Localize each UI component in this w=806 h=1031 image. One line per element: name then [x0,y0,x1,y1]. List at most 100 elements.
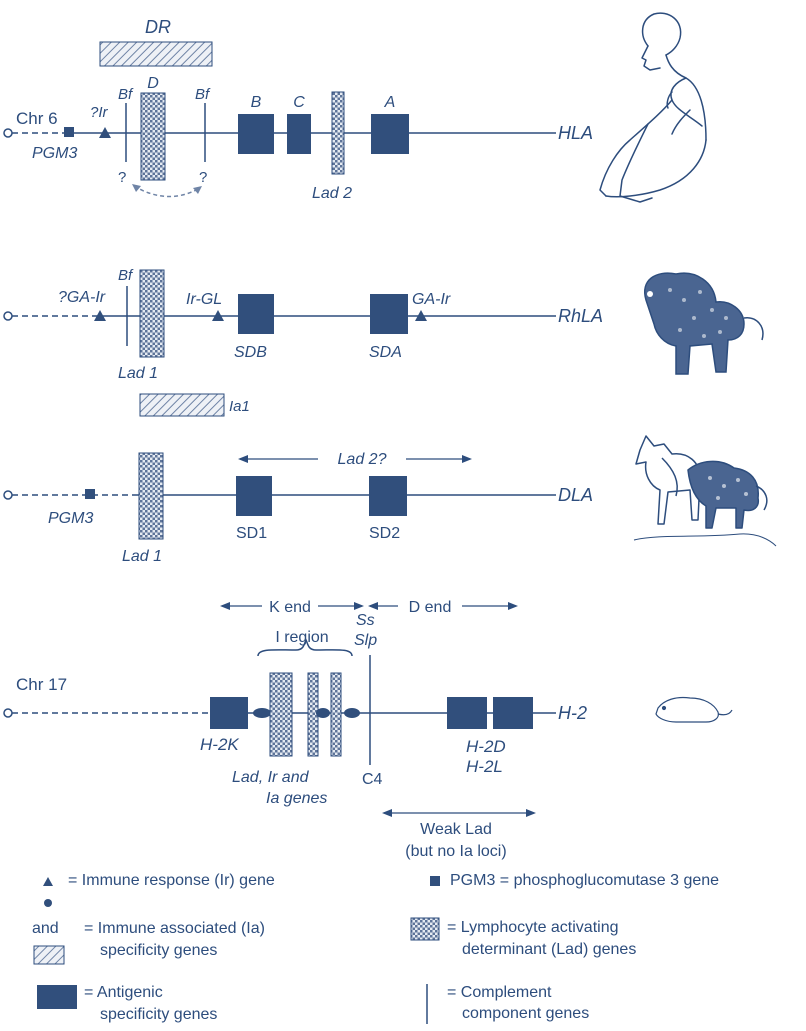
h2l-label: H-2L [466,757,503,776]
bf-swap-arrowhead-right [193,186,202,194]
sd1-label: SD1 [236,525,267,542]
hla-map: DR Chr 6 PGM3 ?Ir Bf ? D Bf ? B C Lad 2 … [4,17,593,202]
i-region-label: I region [275,629,328,646]
centromere-icon [4,491,12,499]
lad2q-arrowhead-left [238,455,248,463]
k-end-label: K end [269,599,311,616]
a-block [371,114,409,154]
ga-ir-right-label: GA-Ir [412,291,451,308]
ir-label: ?Ir [90,104,109,121]
legend-ia-text-1: = Immune associated (Ia) [84,919,265,939]
centromere-icon [4,709,12,717]
b-label: B [251,94,262,111]
lad2q-label: Lad 2? [338,451,387,468]
legend-antigen-block-icon [37,985,77,1009]
rhla-map: ?GA-Ir Bf Lad 1 Ir-GL SDB SDA GA-Ir RhLA… [4,267,603,416]
mouse-icon [656,697,732,722]
c-label: C [293,94,305,111]
dr-hatch-box [100,42,212,66]
bf-label: Bf [118,267,134,284]
legend-pgm3-square-icon [430,876,440,886]
h2k-block [210,697,248,729]
legend-antigen-text-2: specificity genes [100,1005,217,1025]
d-end-label: D end [409,599,452,616]
question-right-label: ? [199,169,207,186]
bf-right-label: Bf [195,86,211,103]
sda-label: SDA [369,344,402,361]
sda-block [370,294,408,334]
legend-pgm3-text: PGM3 = phosphoglucomutase 3 gene [450,871,719,891]
centromere-icon [4,129,12,137]
d-end-arrowhead-left [368,602,378,610]
legend-lad-text-1: = Lymphocyte activating [447,918,619,938]
i-region-checker-1 [270,673,292,756]
ia-dot-icon [316,708,330,718]
dog-icon [634,436,776,546]
lad1-checker-box [139,453,163,539]
hla-name-label: HLA [558,123,593,143]
weak-lad-label: Weak Lad [420,821,492,838]
ir-gl-label: Ir-GL [186,291,222,308]
bf-swap-arrowhead-left [132,184,141,192]
ia-dot-icon [253,708,271,718]
weak-lad-arrowhead-right [526,809,536,817]
k-end-arrowhead-left [220,602,230,610]
legend-ir-triangle-icon [43,877,53,886]
ia-genes-label: Ia genes [266,790,327,807]
sd2-block [369,476,407,516]
lad1-label: Lad 1 [118,365,158,382]
h2d-block [447,697,487,729]
lad2q-arrowhead-right [462,455,472,463]
legend-comp-text-2: component genes [462,1004,589,1024]
k-end-arrowhead-right [354,602,364,610]
legend-and-text: and [32,919,59,939]
monkey-icon [645,273,763,374]
pgm3-label: PGM3 [32,145,77,162]
chr6-label: Chr 6 [16,109,58,128]
i-region-brace [258,640,352,656]
bf-left-label: Bf [118,86,134,103]
i-region-checker-3 [331,673,341,756]
sd2-label: SD2 [369,525,400,542]
h2l-block [493,697,533,729]
b-block [238,114,274,154]
no-ia-label: (but no Ia loci) [405,843,506,860]
d-checker-box [141,93,165,180]
dr-label: DR [145,17,171,37]
lad1-checker-box [140,270,164,357]
legend-lad-text-2: determinant (Lad) genes [462,940,636,960]
slp-label: Slp [354,632,377,649]
ga-ir-left-label: ?GA-Ir [58,289,106,306]
centromere-icon [4,312,12,320]
dla-map: Lad 2? PGM3 Lad 1 SD1 SD2 DLA [4,448,593,565]
d-end-arrowhead-right [508,602,518,610]
ia-dot-icon [344,708,360,718]
pgm3-square-icon [85,489,95,499]
sdb-label: SDB [234,344,267,361]
legend-ir-text: = Immune response (Ir) gene [68,871,275,891]
sd1-block [236,476,272,516]
ia1-hatch-box [140,394,224,416]
c-block [287,114,311,154]
h2-map: K end D end I region Ss Slp Chr 17 H-2K … [4,596,587,860]
legend-ia-hatch-icon [34,946,64,964]
legend-antigen-text-1: = Antigenic [84,983,163,1003]
lad2-label: Lad 2 [312,185,352,202]
rhla-name-label: RhLA [558,306,603,326]
legend-comp-text-1: = Complement [447,983,552,1003]
human-icon [600,13,706,202]
lad1-label: Lad 1 [122,548,162,565]
pgm3-square-icon [64,127,74,137]
h2-name-label: H-2 [558,703,587,723]
legend-ia-text-2: specificity genes [100,941,217,961]
lad-ir-label: Lad, Ir and [232,769,310,786]
d-label: D [147,75,159,92]
pgm3-label: PGM3 [48,510,93,527]
ss-label: Ss [356,612,375,629]
c4-label: C4 [362,771,383,788]
lad2-checker-box [332,92,344,174]
dla-name-label: DLA [558,485,593,505]
bf-swap-arrow [134,186,200,197]
weak-lad-arrowhead-left [382,809,392,817]
